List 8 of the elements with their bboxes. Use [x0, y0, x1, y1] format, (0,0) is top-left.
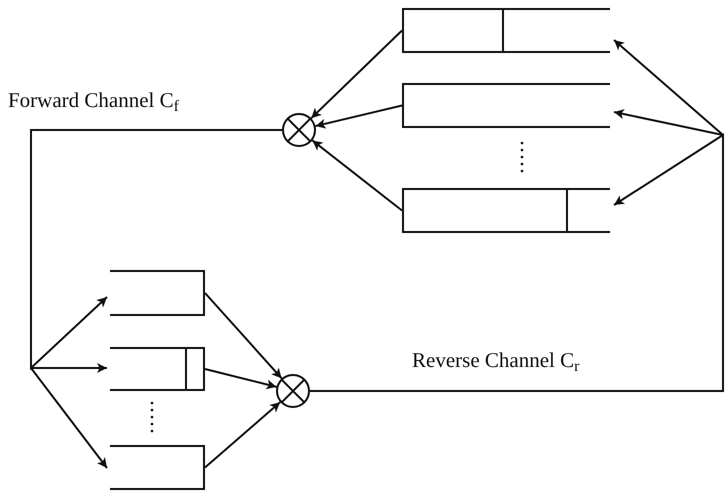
arrow [204, 292, 282, 380]
arrow [204, 368, 277, 390]
channel-label: Forward Channel C$_{f}$ [8, 90, 179, 111]
channel-label: Reverse Channel C$_{r}$ [412, 350, 580, 371]
arrow [310, 30, 403, 119]
arrow [312, 140, 403, 212]
arrow [315, 104, 402, 129]
arrow [204, 401, 281, 468]
